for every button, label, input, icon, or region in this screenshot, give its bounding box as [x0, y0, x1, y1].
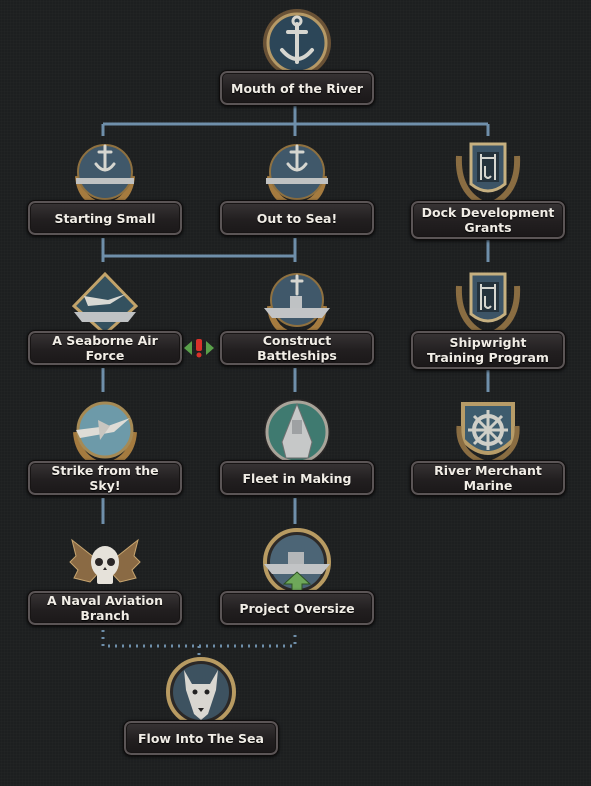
focus-label: A Seaborne Air Force	[27, 330, 183, 366]
ship-wheel-icon	[451, 396, 525, 470]
focus-seaborne-air-force[interactable]: A Seaborne Air Force	[25, 266, 185, 396]
anchor-wreath-icon	[260, 6, 334, 80]
focus-label: Dock Development Grants	[410, 200, 566, 240]
mutually-exclusive-icon	[183, 338, 215, 358]
dock-crane-icon	[451, 266, 525, 340]
focus-label: Fleet in Making	[219, 460, 375, 496]
focus-river-merchant-marine[interactable]: River Merchant Marine	[408, 396, 568, 526]
focus-project-oversize[interactable]: Project Oversize	[217, 526, 377, 656]
winged-skull-icon	[68, 526, 142, 600]
focus-label: River Merchant Marine	[410, 460, 566, 496]
focus-label: Starting Small	[27, 200, 183, 236]
focus-out-to-sea[interactable]: Out to Sea!	[217, 136, 377, 266]
focus-starting-small[interactable]: Starting Small	[25, 136, 185, 266]
focus-label: Construct Battleships	[219, 330, 375, 366]
focus-label: A Naval Aviation Branch	[27, 590, 183, 626]
ship-bow-icon	[260, 396, 334, 470]
dock-crane-icon	[451, 136, 525, 210]
focus-label: Out to Sea!	[219, 200, 375, 236]
focus-naval-aviation-branch[interactable]: A Naval Aviation Branch	[25, 526, 185, 656]
focus-dock-development-grants[interactable]: Dock Development Grants	[408, 136, 568, 266]
anchor-laurel-icon	[260, 136, 334, 210]
plane-laurel-icon	[68, 396, 142, 470]
battleship-upgrade-icon	[260, 526, 334, 600]
carrier-icon	[68, 266, 142, 340]
focus-construct-battleships[interactable]: Construct Battleships	[217, 266, 377, 396]
focus-label: Strike from the Sky!	[27, 460, 183, 496]
focus-strike-from-the-sky[interactable]: Strike from the Sky!	[25, 396, 185, 526]
focus-fleet-in-making[interactable]: Fleet in Making	[217, 396, 377, 526]
battleship-icon	[260, 266, 334, 340]
wolf-icon	[164, 656, 238, 730]
anchor-laurel-icon	[68, 136, 142, 210]
focus-mouth-of-the-river[interactable]: Mouth of the River	[217, 6, 377, 136]
focus-label: Project Oversize	[219, 590, 375, 626]
focus-label: Shipwright Training Program	[410, 330, 566, 370]
focus-label: Mouth of the River	[219, 70, 375, 106]
focus-label: Flow Into The Sea	[123, 720, 279, 756]
focus-shipwright-training-program[interactable]: Shipwright Training Program	[408, 266, 568, 396]
focus-flow-into-the-sea[interactable]: Flow Into The Sea	[121, 656, 281, 786]
